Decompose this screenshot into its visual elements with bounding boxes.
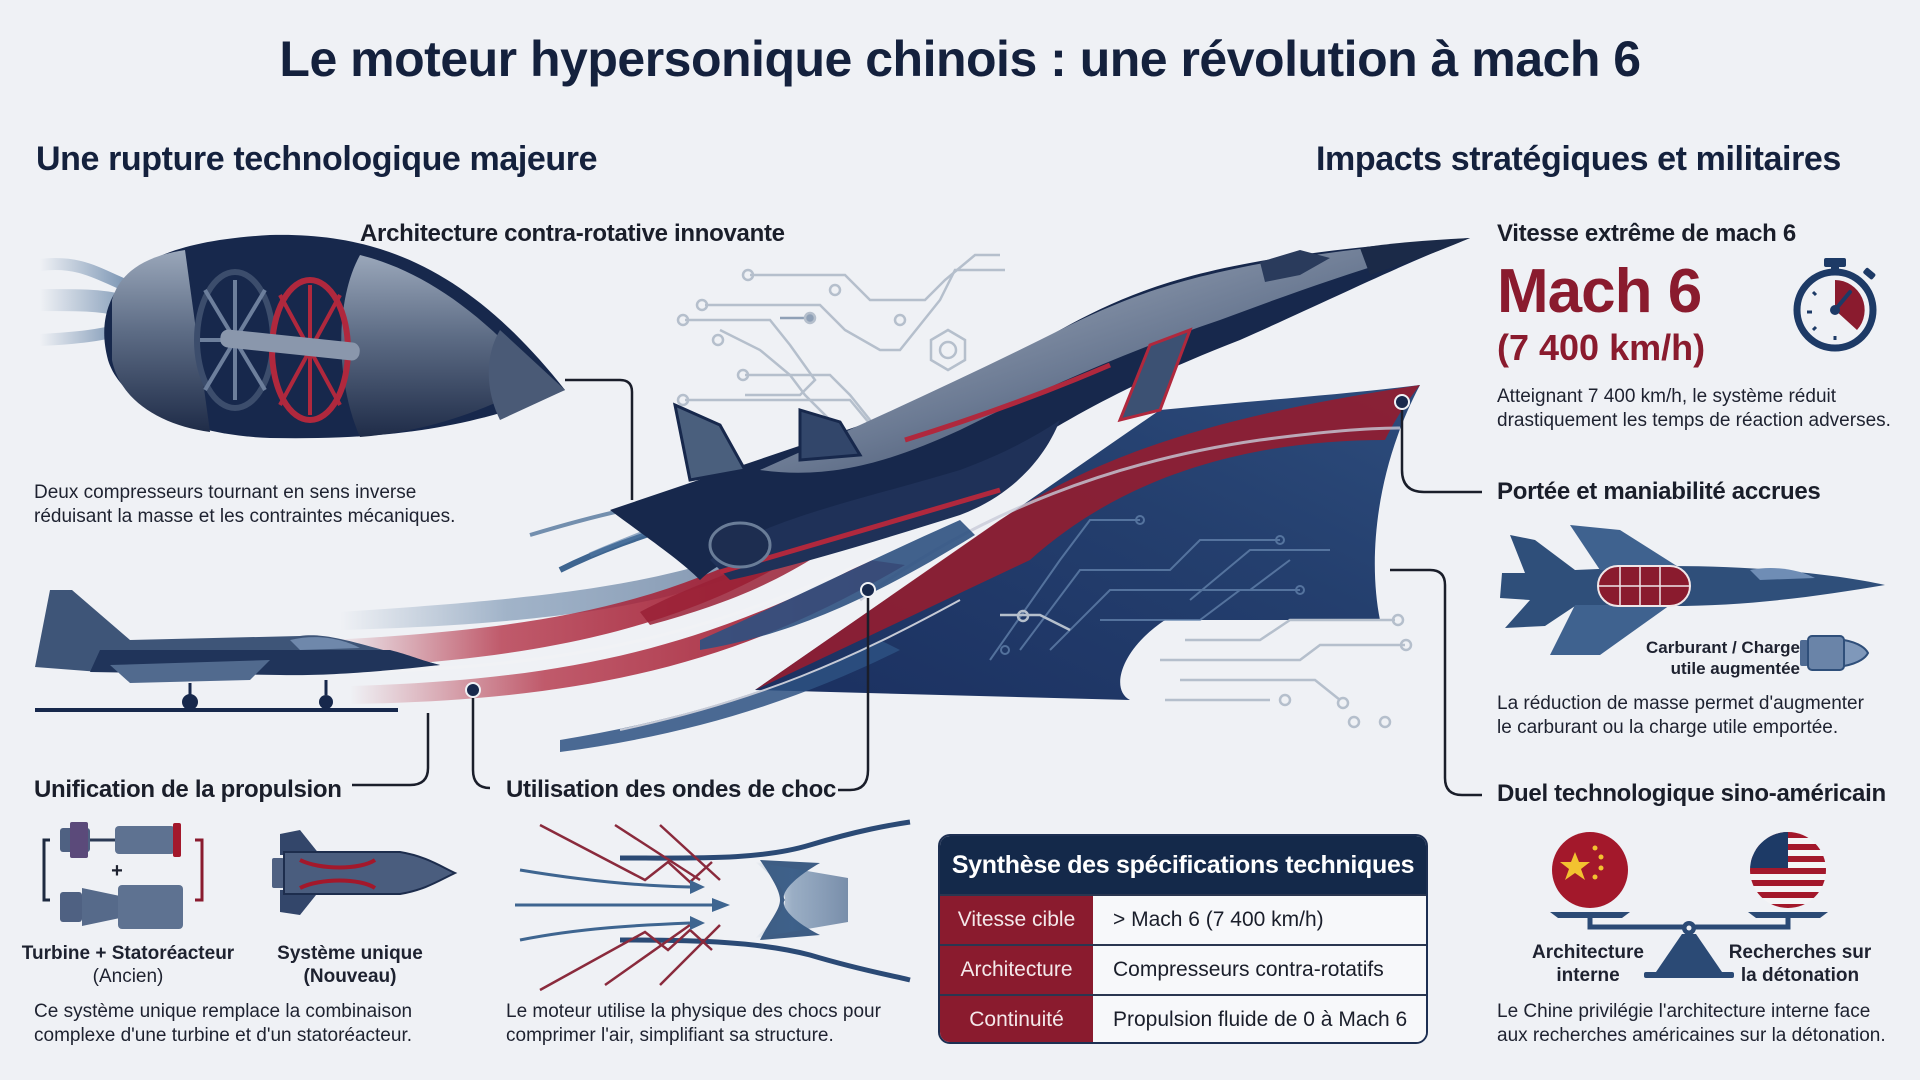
payload-pod-icon	[1800, 635, 1870, 671]
speed-description: Atteignant 7 400 km/h, le système réduit…	[1497, 386, 1891, 431]
spec-key: Architecture	[940, 946, 1093, 994]
architecture-heading: Architecture contra-rotative innovante	[360, 220, 785, 247]
main-fighter-jet	[610, 238, 1470, 580]
speed-heading: Vitesse extrême de mach 6	[1497, 220, 1796, 247]
spec-row: Continuité Propulsion fluide de 0 à Mach…	[940, 994, 1426, 1042]
range-description: La réduction de masse permet d'augmenter…	[1497, 693, 1864, 738]
shockwaves-description: Le moteur utilise la physique des chocs …	[506, 1001, 881, 1046]
china-flag-icon	[1560, 845, 1604, 880]
duel-heading: Duel technologique sino-américain	[1497, 780, 1886, 807]
callout-connectors	[352, 378, 1482, 797]
turbine-plus-ramjet-icon: +	[42, 822, 204, 929]
usa-flag-icon	[1750, 832, 1826, 908]
svg-text:+: +	[111, 860, 123, 882]
spec-row: Vitesse cible > Mach 6 (7 400 km/h)	[940, 894, 1426, 944]
old-system-label: Turbine + Statoréacteur (Ancien)	[21, 943, 235, 987]
china-label: Architecture interne	[1532, 942, 1644, 986]
range-jet-with-fuel-tank-icon	[1500, 525, 1885, 671]
ground-fighter-jet	[35, 590, 440, 712]
contra-rotating-engine-illustration	[39, 234, 566, 439]
left-section-heading: Une rupture technologique majeure	[36, 140, 598, 178]
new-system-label: Système unique (Nouveau)	[277, 943, 423, 987]
spec-value: > Mach 6 (7 400 km/h)	[1093, 896, 1426, 944]
propulsion-description: Ce système unique remplace la combinaiso…	[34, 1001, 413, 1046]
page-title: Le moteur hypersonique chinois : une rév…	[279, 31, 1641, 87]
shockwave-diagram-icon	[515, 819, 911, 992]
spec-value: Compresseurs contra-rotatifs	[1093, 946, 1426, 994]
spec-value: Propulsion fluide de 0 à Mach 6	[1093, 996, 1426, 1042]
circuit-traces-bottom	[1000, 609, 1413, 729]
spec-key: Vitesse cible	[940, 896, 1093, 944]
shockwaves-heading: Utilisation des ondes de choc	[506, 776, 837, 803]
spec-summary-table: Synthèse des spécifications techniques V…	[938, 834, 1428, 1044]
payload-label: Carburant / Charge utile augmentée	[1646, 638, 1800, 678]
duel-description: Le Chine privilégie l'architecture inter…	[1497, 1001, 1886, 1046]
kmh-value: (7 400 km/h)	[1497, 327, 1706, 368]
propulsion-heading: Unification de la propulsion	[34, 776, 342, 803]
balance-scale-icon	[1550, 832, 1828, 978]
spec-key: Continuité	[940, 996, 1093, 1042]
architecture-description: Deux compresseurs tournant en sens inver…	[34, 482, 456, 527]
right-section-heading: Impacts stratégiques et militaires	[1316, 140, 1841, 178]
mach-value: Mach 6	[1497, 257, 1702, 326]
range-heading: Portée et maniabilité accrues	[1497, 478, 1821, 505]
stopwatch-icon	[1793, 258, 1877, 352]
spec-row: Architecture Compresseurs contra-rotatif…	[940, 944, 1426, 994]
usa-label: Recherches sur la détonation	[1728, 942, 1872, 986]
unique-system-engine-icon	[272, 830, 458, 915]
spec-table-heading: Synthèse des spécifications techniques	[940, 836, 1426, 894]
